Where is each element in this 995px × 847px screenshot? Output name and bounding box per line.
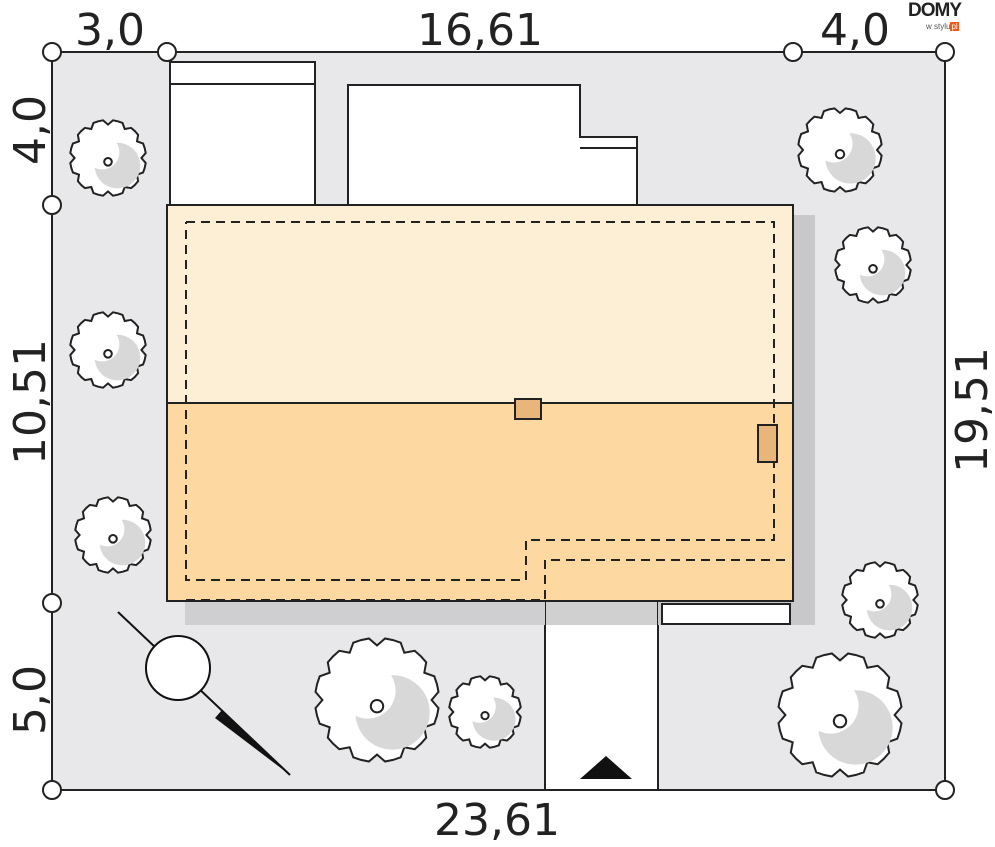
dim-top-left: 3,0 [75, 5, 145, 56]
logo-main: DOMY [908, 0, 962, 21]
driveway-shadow [546, 602, 657, 625]
dimension-marker [783, 42, 803, 62]
dim-top-right: 4,0 [820, 5, 890, 56]
tree-icon [69, 119, 147, 197]
dimension-marker [935, 42, 955, 62]
tree-icon [448, 675, 522, 749]
entrance-arrow-icon [580, 756, 632, 779]
dim-left-top: 4,0 [5, 95, 56, 165]
skylight [757, 424, 778, 463]
tree-icon [841, 561, 919, 639]
dim-bottom: 23,61 [434, 795, 560, 846]
north-arrow-icon [117, 611, 291, 776]
logo-sub: w stylupl [926, 22, 959, 32]
tree-icon [69, 311, 147, 389]
chimney [514, 398, 542, 420]
dim-right: 19,51 [947, 347, 995, 473]
dim-left-bottom: 5,0 [5, 665, 56, 735]
dimension-markers [42, 42, 955, 800]
dimension-marker [42, 42, 62, 62]
logo-suffix: pl [950, 22, 959, 31]
dim-left-middle: 10,51 [5, 339, 56, 465]
house-shadow-bottom [185, 601, 545, 625]
dimension-marker [157, 42, 177, 62]
terrace [661, 603, 791, 625]
wall-outline-2 [186, 559, 790, 601]
dimension-marker [42, 593, 62, 613]
wall-outline [185, 221, 775, 581]
house-shadow-side [793, 215, 815, 625]
logo-sub-text: w stylu [926, 22, 951, 31]
driveway [544, 600, 659, 791]
dimension-marker [42, 195, 62, 215]
dim-top-middle: 16,61 [417, 5, 543, 56]
tree-icon [797, 107, 883, 193]
trees [69, 107, 919, 778]
dimension-marker [42, 780, 62, 800]
roof-north [166, 204, 794, 404]
tree-icon [314, 637, 440, 763]
roof-south [166, 402, 794, 602]
tree-icon [74, 496, 152, 574]
tree-icon [777, 652, 903, 778]
logo: DOMY w stylupl [908, 0, 994, 32]
tree-icon [834, 226, 912, 304]
dimension-marker [935, 780, 955, 800]
